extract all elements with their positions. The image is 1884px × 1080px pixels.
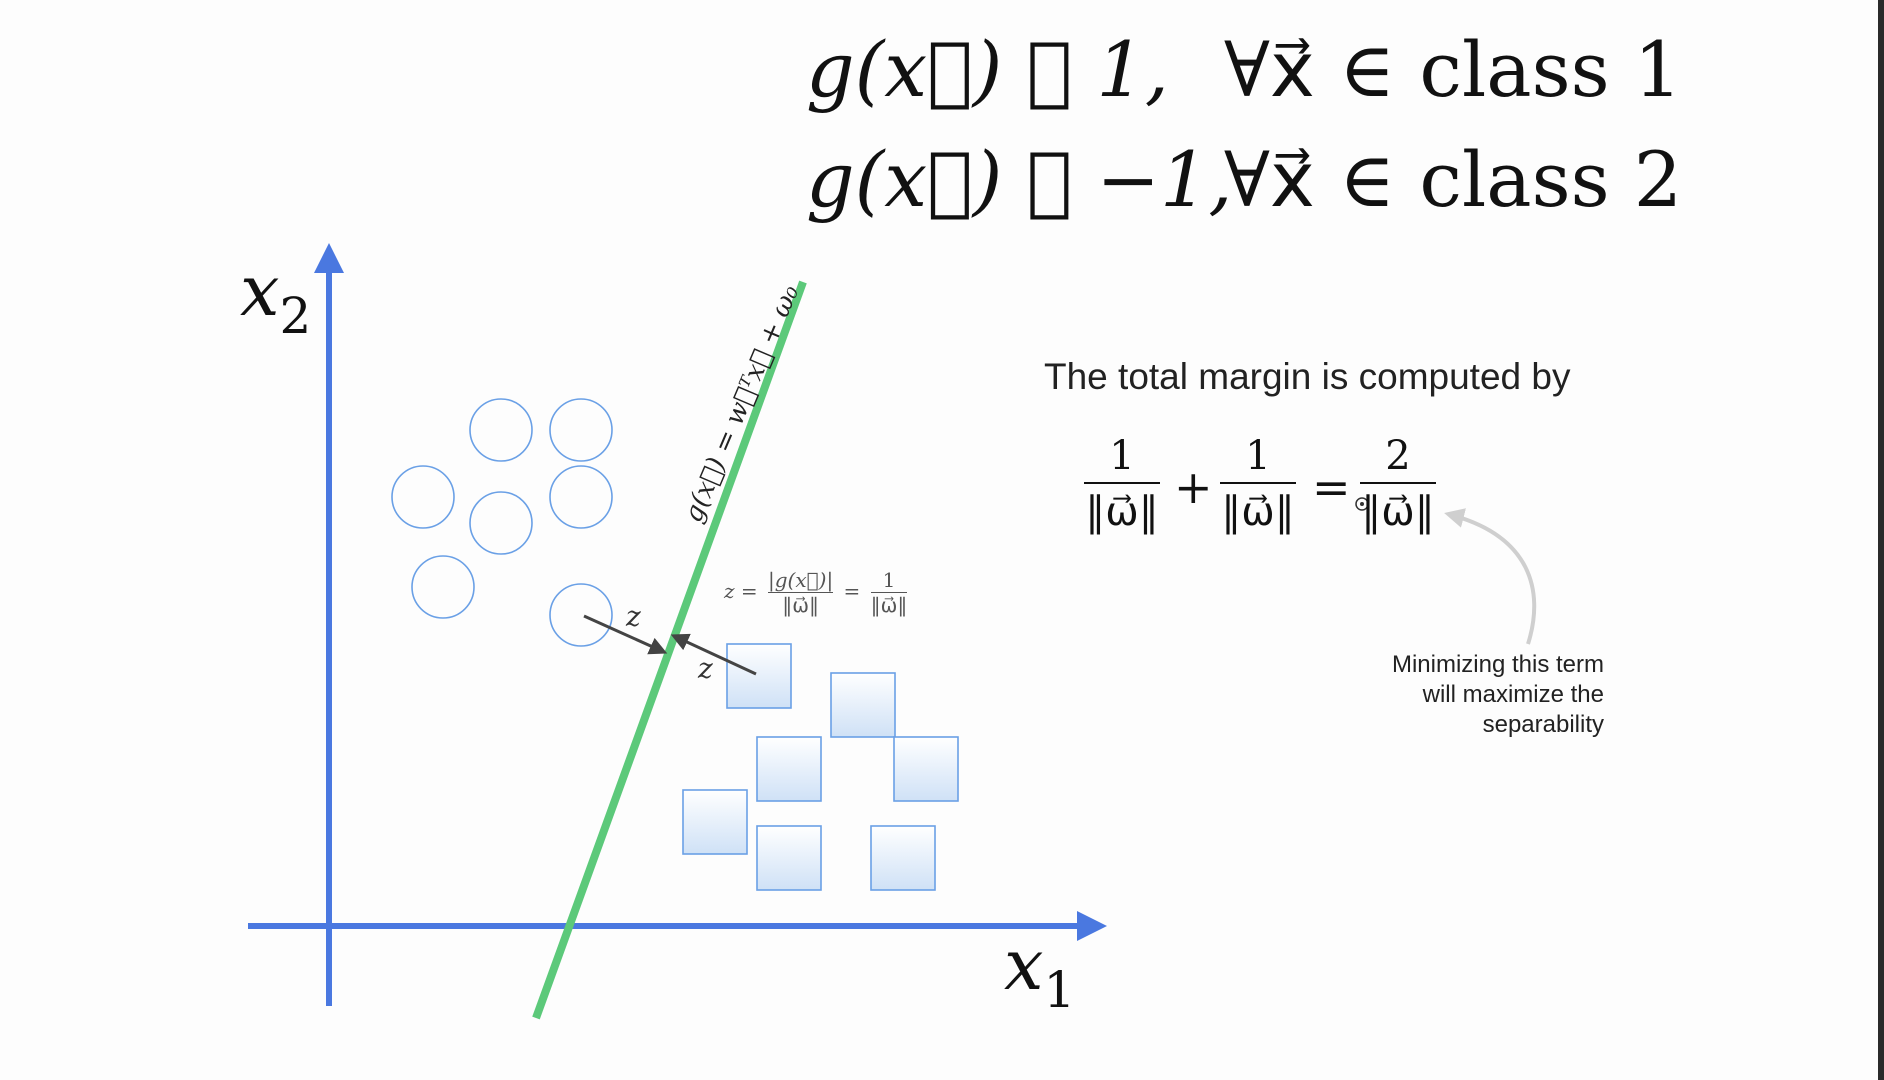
class-1-circle (469, 491, 533, 555)
z-formula-num: |g(x⃗)| (768, 568, 834, 592)
constraint-1-lhs: g(x⃗) ⩾ 1, (806, 25, 1169, 114)
minimize-annotation: Minimizing this term will maximize the s… (1330, 650, 1604, 740)
class-1-circle (411, 555, 475, 619)
z-formula-eq: = (843, 579, 861, 603)
z-formula-fraction-1: |g(x⃗)| ‖ω⃗‖ (768, 568, 834, 617)
annotation-line-1: Minimizing this term (1391, 651, 1604, 678)
class-2-square (893, 736, 959, 802)
margin-term-1: 1 ‖ω⃗‖ (1084, 432, 1160, 538)
class-2-square (682, 789, 748, 855)
margin-term-2-den: ‖ω⃗‖ (1221, 489, 1295, 535)
y-axis-label-sub: 2 (279, 287, 312, 345)
margin-arrow-class-2 (670, 633, 757, 676)
class-2-points (682, 643, 959, 891)
z-formula-lhs: z = (724, 579, 758, 603)
y-axis-label: x2 (240, 256, 311, 341)
class-1-circle (549, 465, 613, 529)
x-axis-label: x1 (1004, 930, 1075, 1015)
class-1-circle (391, 465, 455, 529)
margin-result-num: 2 (1385, 433, 1411, 479)
constraint-class-1: g(x⃗) ⩾ 1,∀x⃗ ∈ class 1 (806, 32, 1682, 108)
margin-term-2-bar (1220, 482, 1296, 484)
margin-arrow-class-1 (583, 614, 668, 655)
class-2-square (870, 825, 936, 891)
margin-term-1-num: 1 (1109, 433, 1135, 479)
constraint-1-rhs: ∀x⃗ ∈ class 1 (1224, 25, 1683, 114)
class-2-square (830, 672, 896, 738)
z-formula-fraction-2: 1 ‖ω⃗‖ (870, 568, 908, 617)
annotation-arrow (1444, 508, 1537, 645)
z-formula: z = |g(x⃗)| ‖ω⃗‖ = 1 ‖ω⃗‖ (724, 568, 911, 617)
class-2-square (756, 825, 822, 891)
y-axis-label-var: x (240, 250, 280, 332)
video-edge-strip (1878, 0, 1884, 1080)
class-1-circle (549, 398, 613, 462)
z-formula-bar (768, 592, 834, 593)
decision-boundary-line (532, 280, 807, 1020)
margin-result-bar (1360, 482, 1436, 484)
margin-term-2-num: 1 (1245, 433, 1271, 479)
z-formula-num2: 1 (882, 568, 896, 592)
margin-z-label-class-1: z (626, 600, 641, 633)
margin-title: The total margin is computed by (1044, 356, 1571, 397)
margin-result-den: ‖ω⃗‖ (1361, 489, 1435, 535)
margin-result: 2 ‖ω⃗‖ (1360, 432, 1436, 538)
margin-plus: + (1174, 460, 1213, 514)
constraint-class-2: g(x⃗) ⩽ −1,∀x⃗ ∈ class 2 (806, 142, 1682, 218)
margin-term-1-den: ‖ω⃗‖ (1085, 489, 1159, 535)
margin-equals: = (1312, 460, 1351, 514)
constraint-2-rhs: ∀x⃗ ∈ class 2 (1224, 135, 1683, 224)
cursor-indicator-dot (1360, 502, 1364, 506)
x-axis-label-var: x (1004, 924, 1044, 1006)
x-axis-label-sub: 1 (1043, 961, 1076, 1019)
constraint-2-lhs: g(x⃗) ⩽ −1, (806, 135, 1233, 224)
annotation-line-3: separability (1482, 711, 1604, 738)
class-1-circle (469, 398, 533, 462)
cursor-indicator (1355, 497, 1369, 511)
class-1-support-circle (549, 583, 613, 647)
z-formula-den2: ‖ω⃗‖ (870, 593, 908, 617)
class-2-support-square (726, 643, 792, 709)
annotation-line-2: will maximize the (1422, 681, 1604, 708)
z-formula-bar-2 (870, 592, 908, 593)
margin-term-2: 1 ‖ω⃗‖ (1220, 432, 1296, 538)
margin-term-1-bar (1084, 482, 1160, 484)
class-1-points (391, 398, 613, 647)
z-formula-den: ‖ω⃗‖ (782, 593, 819, 617)
class-2-square (756, 736, 822, 802)
margin-z-label-class-2: z (698, 652, 713, 685)
